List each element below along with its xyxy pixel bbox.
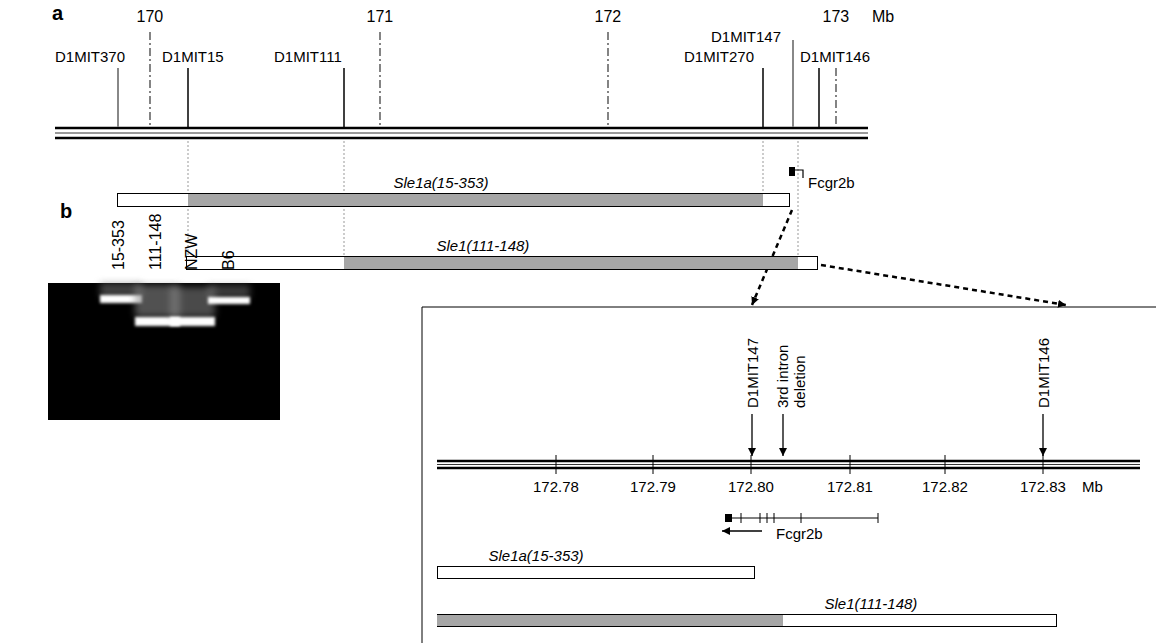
inset-axis bbox=[437, 460, 1140, 463]
nzw-segment bbox=[188, 194, 763, 206]
gene-symbol bbox=[789, 167, 795, 176]
gel-band bbox=[208, 297, 250, 304]
projection-lines bbox=[188, 141, 798, 256]
transcription-arrow bbox=[722, 530, 762, 531]
axis-number: 172.81 bbox=[827, 478, 873, 495]
axis-number: 172.83 bbox=[1020, 478, 1066, 495]
marker-name: D1MIT15 bbox=[162, 48, 224, 65]
mb-gridline bbox=[835, 68, 836, 126]
axis-number: 172.78 bbox=[533, 478, 579, 495]
marker-name: D1MIT146 bbox=[800, 48, 870, 65]
exon-tick bbox=[878, 513, 879, 523]
interval-name: Sle1(111-148) bbox=[437, 237, 530, 254]
axis-tick bbox=[945, 455, 946, 474]
lane-label: B6 bbox=[220, 250, 238, 270]
interval-name: Sle1a(15-353) bbox=[489, 547, 584, 564]
chromosome-line bbox=[55, 133, 868, 134]
marker-name: D1MIT111 bbox=[274, 48, 342, 65]
marker-pointer bbox=[782, 414, 783, 456]
marker-pointer bbox=[1042, 414, 1043, 456]
exon-tick bbox=[801, 513, 802, 523]
mb-gridlines bbox=[150, 32, 836, 126]
mb-gridline bbox=[379, 32, 380, 126]
axis-tick bbox=[1043, 455, 1044, 474]
congenic-interval: Sle1a(15-353) bbox=[117, 193, 790, 207]
scale-number: 171 bbox=[367, 8, 394, 26]
gene-symbol bbox=[795, 170, 803, 178]
nzw-segment bbox=[437, 615, 783, 626]
marker-tick bbox=[343, 68, 345, 127]
marker-pointer bbox=[751, 414, 752, 456]
axis-tick bbox=[653, 455, 654, 474]
exon-tick bbox=[760, 513, 761, 523]
gel-image bbox=[48, 283, 280, 420]
deletion-label: 3rd intron deletion bbox=[775, 340, 808, 408]
gene-line bbox=[730, 518, 878, 519]
zoom-arrow bbox=[821, 265, 1066, 305]
scale-number: 170 bbox=[137, 8, 164, 26]
marker-name: D1MIT270 bbox=[684, 48, 754, 65]
axis-number: 172.82 bbox=[922, 478, 968, 495]
projection-line bbox=[763, 141, 764, 193]
exon-ticks bbox=[741, 513, 878, 523]
exon-tick bbox=[741, 513, 742, 523]
inset-axis bbox=[437, 464, 1140, 465]
scale-number: 172 bbox=[595, 8, 622, 26]
lane-label: NZW bbox=[183, 234, 201, 270]
panel-letter: a bbox=[52, 2, 63, 25]
projection-line bbox=[798, 141, 799, 256]
lane-label: 15-353 bbox=[110, 220, 128, 270]
exon-tick bbox=[774, 513, 775, 523]
axis-number: 172.79 bbox=[630, 478, 676, 495]
mb-gridline bbox=[149, 32, 150, 126]
congenic-interval: Sle1(111-148) bbox=[186, 256, 818, 270]
interval-name: Sle1a(15-353) bbox=[394, 174, 489, 191]
gel-band bbox=[170, 317, 215, 326]
interval-name: Sle1(111-148) bbox=[825, 595, 918, 612]
inset-axis bbox=[437, 467, 1140, 470]
axis-tick bbox=[556, 455, 557, 474]
congenic-interval: Sle1a(15-353) bbox=[437, 566, 755, 579]
axis-number: 172.80 bbox=[728, 478, 774, 495]
axis-unit: Mb bbox=[1082, 478, 1103, 495]
marker-tick bbox=[187, 68, 189, 127]
axis-tick bbox=[850, 455, 851, 474]
gene-name: Fcgr2b bbox=[776, 525, 823, 542]
chromosome-line bbox=[55, 127, 868, 130]
inset-frame bbox=[422, 307, 1156, 643]
marker-name: D1MIT147 bbox=[711, 28, 781, 45]
congenic-interval: Sle1(111-148) bbox=[437, 614, 1057, 627]
gel-smear bbox=[208, 285, 250, 298]
gene-name: Fcgr2b bbox=[808, 174, 855, 191]
marker-tick bbox=[792, 40, 794, 127]
marker-tick bbox=[818, 68, 820, 127]
marker-tick bbox=[117, 68, 119, 127]
nzw-segment bbox=[344, 257, 798, 269]
scale-unit: Mb bbox=[872, 8, 894, 26]
exon-tick bbox=[767, 513, 768, 523]
axis-tick bbox=[751, 455, 752, 474]
scale-number: 173 bbox=[823, 8, 850, 26]
marker-tick bbox=[762, 68, 764, 127]
chromosome-line bbox=[55, 137, 868, 140]
axis-ticks bbox=[556, 455, 1043, 474]
lane-label: 111-148 bbox=[147, 214, 165, 270]
marker-name: D1MIT370 bbox=[55, 48, 125, 65]
mb-gridline bbox=[607, 32, 608, 126]
marker-name: D1MIT147 bbox=[744, 338, 761, 408]
panel-letter: b bbox=[60, 200, 72, 223]
marker-name: D1MIT146 bbox=[1035, 338, 1052, 408]
